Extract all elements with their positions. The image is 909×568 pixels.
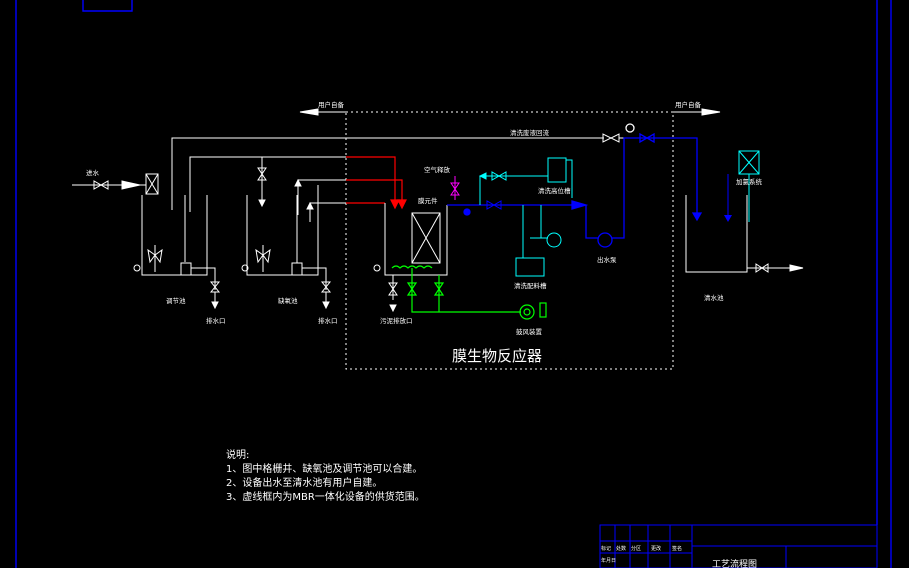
- disinfect-arrow-icon: [724, 215, 732, 222]
- title-cell-4: 更改: [651, 545, 661, 552]
- user-provided-right-label: 用户自备: [675, 100, 702, 109]
- membrane-reactor: [373, 203, 448, 313]
- reactor-title: 膜生物反应器: [452, 347, 542, 365]
- inlet-line: [72, 173, 159, 195]
- notes-heading: 说明:: [226, 448, 249, 461]
- anoxic-tank: [241, 178, 346, 310]
- membrane-module-label: 膜元件: [418, 196, 438, 205]
- clean-dosing-tank-label: 清洗配料槽: [514, 281, 547, 290]
- title-cell-3: 分区: [631, 545, 641, 552]
- transfer-line-1: [189, 156, 346, 212]
- sludge-drain-label: 污泥排放口: [380, 316, 413, 325]
- cleaning-line: [478, 157, 573, 277]
- anoxic-tank-label: 缺氧池: [278, 296, 298, 305]
- drawing-title: 工艺流程图: [712, 558, 757, 568]
- clear-water-tank: [685, 195, 804, 273]
- user-provided-arrows: [299, 108, 721, 116]
- title-cell-6: 年月日: [601, 557, 616, 564]
- air-sampling-label: 空气释放: [424, 165, 451, 174]
- clear-water-tank-label: 清水池: [704, 293, 724, 302]
- title-block: [599, 524, 878, 568]
- drain-1-label: 排水口: [206, 316, 226, 325]
- disinfect-system-label: 加氯系统: [736, 177, 763, 186]
- drawing-border: [15, 0, 892, 568]
- note-item-1: 1、图中格栅井、缺氧池及调节池可以合建。: [226, 462, 422, 475]
- user-provided-left-label: 用户自备: [318, 100, 345, 109]
- air-lines: [346, 156, 407, 210]
- permeate-valves: [486, 200, 502, 210]
- backwash-pipe-label: 清洗废液回流: [510, 128, 550, 137]
- title-cell-5: 签名: [672, 545, 682, 552]
- sample-line: [450, 176, 460, 200]
- backwash-return-line: [171, 133, 630, 210]
- title-cell-2: 处数: [616, 545, 626, 552]
- disinfection-system: [738, 150, 760, 222]
- title-cell-1: 标记: [601, 545, 611, 552]
- drain-2-label: 排水口: [318, 316, 338, 325]
- regulating-tank-label: 调节池: [166, 296, 186, 305]
- note-item-2: 2、设备出水至清水池有用户自建。: [226, 476, 382, 489]
- blower-label: 鼓风装置: [516, 327, 543, 336]
- note-item-3: 3、虚线框内为MBR一体化设备的供货范围。: [226, 490, 425, 503]
- permeate-line: [447, 123, 703, 248]
- inlet-water-label: 进水: [86, 168, 100, 177]
- mbr-scope-box: [345, 111, 674, 370]
- regulating-tank: [133, 195, 221, 310]
- outlet-pump-label: 出水泵: [597, 255, 617, 264]
- aeration-line: [391, 265, 547, 320]
- clean-tank-top-label: 清洗高位槽: [538, 186, 571, 195]
